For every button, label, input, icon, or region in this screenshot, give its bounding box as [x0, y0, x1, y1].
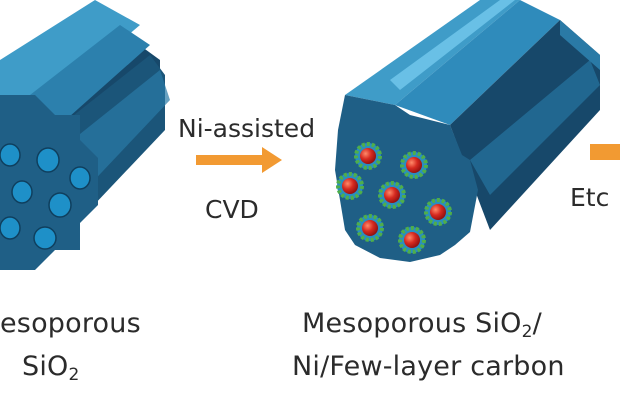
- arrow-step2: [590, 144, 620, 160]
- left-material-label-line1: esoporous: [0, 308, 141, 339]
- pore-group: [336, 142, 452, 254]
- middle-material-label-line2: Ni/Few-layer carbon: [292, 351, 565, 382]
- step1-label-bottom: CVD: [205, 195, 259, 224]
- step2-label-top: Etc: [570, 183, 610, 212]
- mesoporous-sio2-rod: [0, 0, 170, 270]
- mesoporous-sio2-ni-carbon-rod: [335, 0, 600, 262]
- arrow-step1: [196, 147, 282, 173]
- left-material-label-line2: SiO2: [22, 351, 80, 385]
- middle-material-label-line1: Mesoporous SiO2/: [302, 308, 542, 342]
- step1-label-top: Ni-assisted: [178, 114, 316, 143]
